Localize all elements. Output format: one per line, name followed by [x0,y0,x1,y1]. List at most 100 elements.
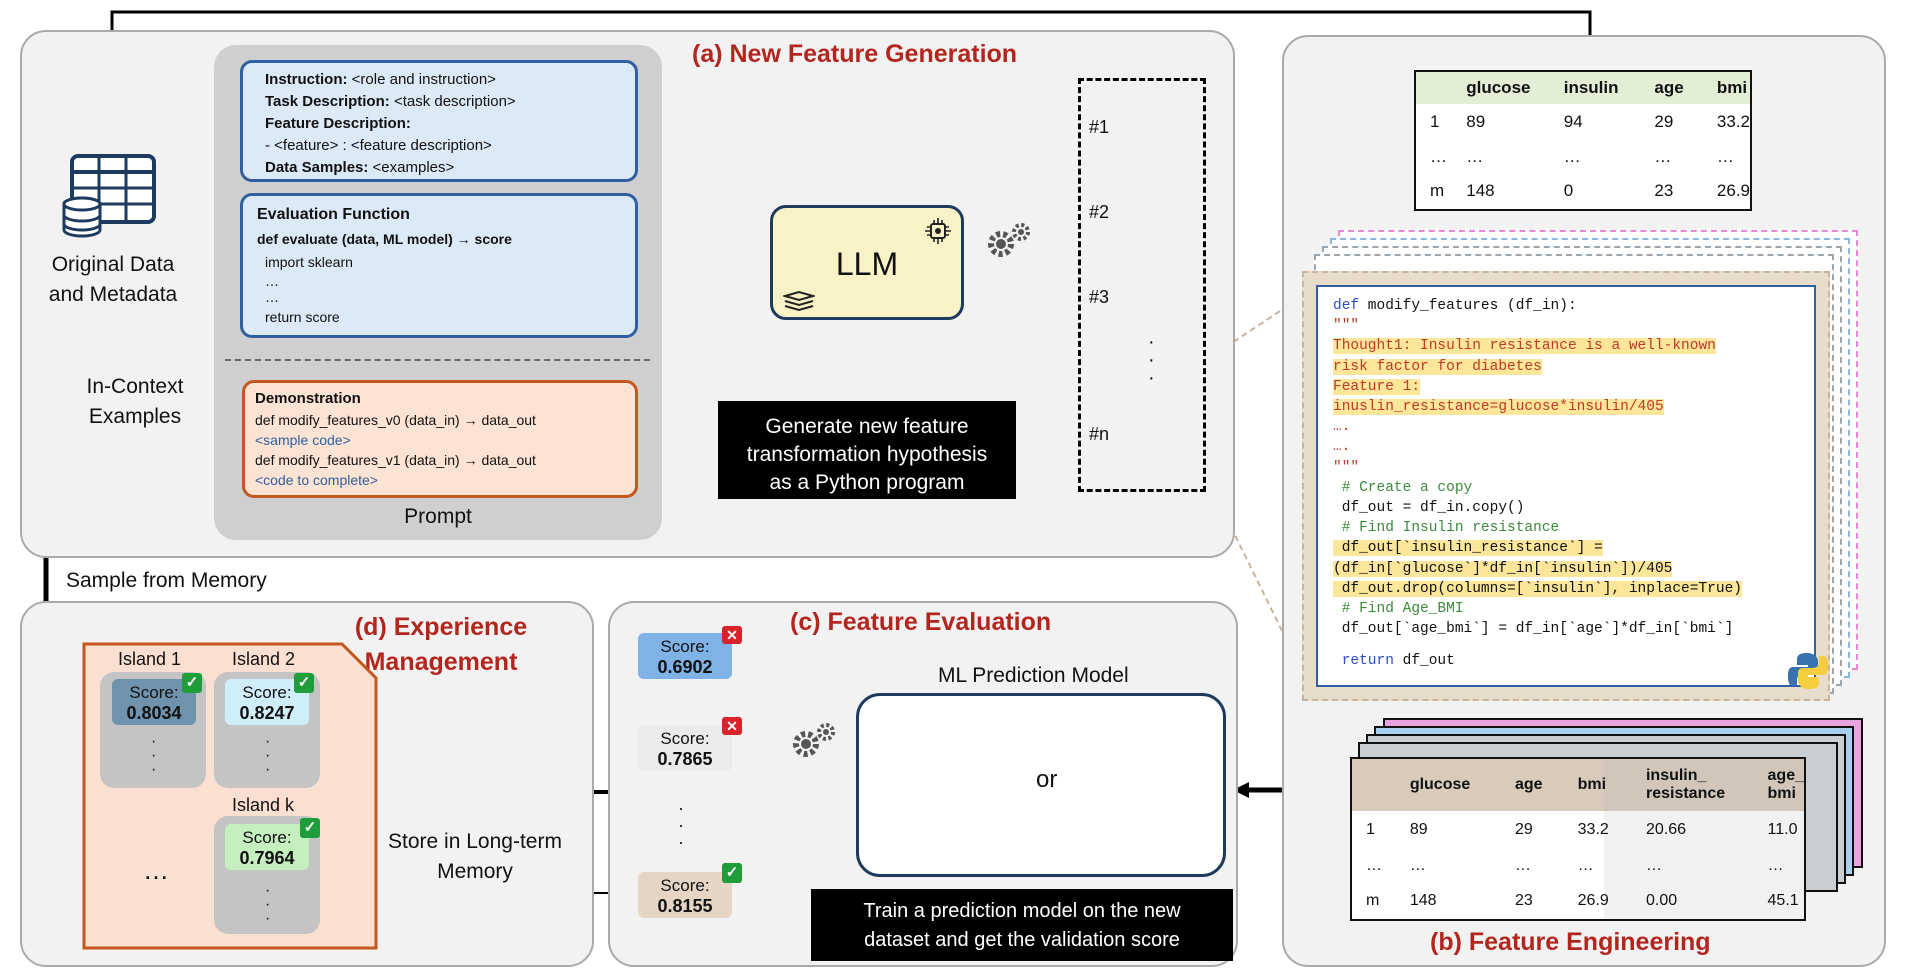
code-line: df_out.drop(columns=[`insulin`], inplace… [1333,580,1742,597]
eval-score-card: Score: 0.8155 [638,872,732,918]
table-cell: 20.66 [1645,821,1687,838]
train-line1: Train a prediction model on the new [863,900,1181,922]
table-cell: 26.9 [1577,892,1609,909]
chip-icon [925,218,951,244]
output-header-glucose: glucose [1409,776,1471,793]
table-cell: 33.2 [1716,112,1750,131]
in-context-line1: In-Context [86,375,184,398]
demo-title: Demonstration [255,390,361,407]
score-label: Score: [660,637,710,656]
success-check-icon: ✓ [300,818,320,838]
vdot-1: · [151,733,157,750]
feature-label: Feature Description: [265,115,411,132]
original-data-label: Original Data and Metadata [28,250,198,310]
table-cell: … [1409,857,1426,874]
generate-line2: transformation hypothesis [746,443,988,466]
success-check-icon: ✓ [722,863,742,883]
panel-b-title: (b) Feature Engineering [1430,928,1711,956]
table-cell: … [1654,147,1672,166]
table-cell: 26.9 [1716,181,1750,200]
code-line: risk factor for diabetes [1333,358,1542,375]
table-cell: 1 [1430,112,1440,131]
score-value: 0.8034 [126,703,182,723]
train-line2: dataset and get the validation score [864,929,1180,951]
samples-value: <examples> [372,159,455,176]
island-1-vdots: ··· [151,733,157,778]
code-line: …. [1333,419,1351,436]
llm-box: LLM [770,205,964,320]
islands-ellipsis: … [143,855,169,885]
generate-line3: as a Python program [769,471,965,494]
gears-icon [988,223,1030,257]
ml-model-title: ML Prediction Model [938,664,1129,687]
score-label: Score: [660,729,710,748]
code-line: df_out[`age_bmi`] = df_in[`age`]*df_in[`… [1333,621,1734,638]
fail-x-icon: ✕ [722,717,742,735]
output-header-age: age [1514,776,1543,793]
table-cell: 23 [1654,181,1674,200]
code-line: modify_features (df_in): [1359,298,1577,314]
eval-def: def evaluate (data, ML model) → score [257,231,512,247]
table-cell: … [1430,147,1447,166]
code-def: def [1333,298,1360,314]
vdot-1: · [678,798,684,818]
score-value: 0.8155 [657,896,713,916]
feature-value: - <feature> : <feature description> [265,137,492,154]
table-row: m 148 0 23 26.9 [1416,174,1750,208]
table-cell: … [1366,857,1382,874]
score-value: 0.8247 [239,703,295,723]
or-label: or [1036,766,1058,793]
gears-icon [793,723,835,757]
instruction-box: Instruction: <role and instruction> Task… [240,60,638,182]
panel-d-title-line1: (d) Experience [354,613,528,641]
vdot-2: · [678,815,684,835]
instruction-value: <role and instruction> [351,71,496,88]
vdot-3: · [151,761,157,778]
task-label: Task Description: [265,93,390,110]
in-context-label: In-Context Examples [55,372,215,432]
table-cell: 29 [1654,112,1674,131]
prompt-divider [225,359,650,361]
vdot-3: · [1148,367,1155,389]
table-cell: 148 [1466,181,1495,200]
table-cell: m [1366,892,1380,909]
new-features-highlight [1604,759,1804,919]
task-value: <task description> [393,93,516,110]
prompt-label: Prompt [404,505,472,528]
memory-score-card: Score: 0.7964 [225,824,309,870]
output-table: glucose age bmi insulin_ resistance age_… [1352,759,1804,919]
demo-v1: def modify_features_v1 (data_in) → data_… [255,452,536,468]
table-cell: … [1563,147,1581,166]
code-editor: def modify_features (df_in): """ Thought… [1316,285,1816,687]
eval-import: import sklearn [265,254,353,270]
store-line2: Memory [437,860,513,883]
table-cell: … [1716,147,1734,166]
score-value: 0.7964 [239,848,295,868]
output-header-bmi: bmi [1577,776,1607,793]
score-label: Score: [129,683,179,702]
input-header-age: age [1654,78,1684,97]
code-comment: # Create a copy [1333,479,1473,496]
store-memory-label: Store in Long-term Memory [360,827,590,887]
vdot-3: · [265,910,271,927]
input-header-bmi: bmi [1716,78,1748,97]
fail-x-icon: ✕ [722,626,742,644]
code-line: df_out[`insulin_resistance`] = [1333,540,1603,557]
code-line: df_out [1393,653,1455,670]
original-data-line1: Original Data [51,253,175,276]
ml-model-box [856,693,1226,877]
table-cell: 89 [1466,112,1486,131]
table-cell: 94 [1563,112,1583,131]
hypothesis-label-2: #2 [1089,202,1110,222]
panel-d-title-line2: Management [364,648,518,676]
table-cell: 23 [1514,892,1533,909]
score-label: Score: [242,683,292,702]
score-value: 0.7865 [657,749,713,769]
database-table-icon [62,154,156,238]
eval-dots-2: … [265,289,279,305]
vdot-2: · [1148,349,1155,371]
output-header-0 [1352,759,1396,811]
input-table: glucose insulin age bmi 1 89 94 29 33.2 … [1416,72,1750,208]
code-line: df_out = df_in.copy() [1333,500,1525,517]
success-check-icon: ✓ [294,673,314,693]
